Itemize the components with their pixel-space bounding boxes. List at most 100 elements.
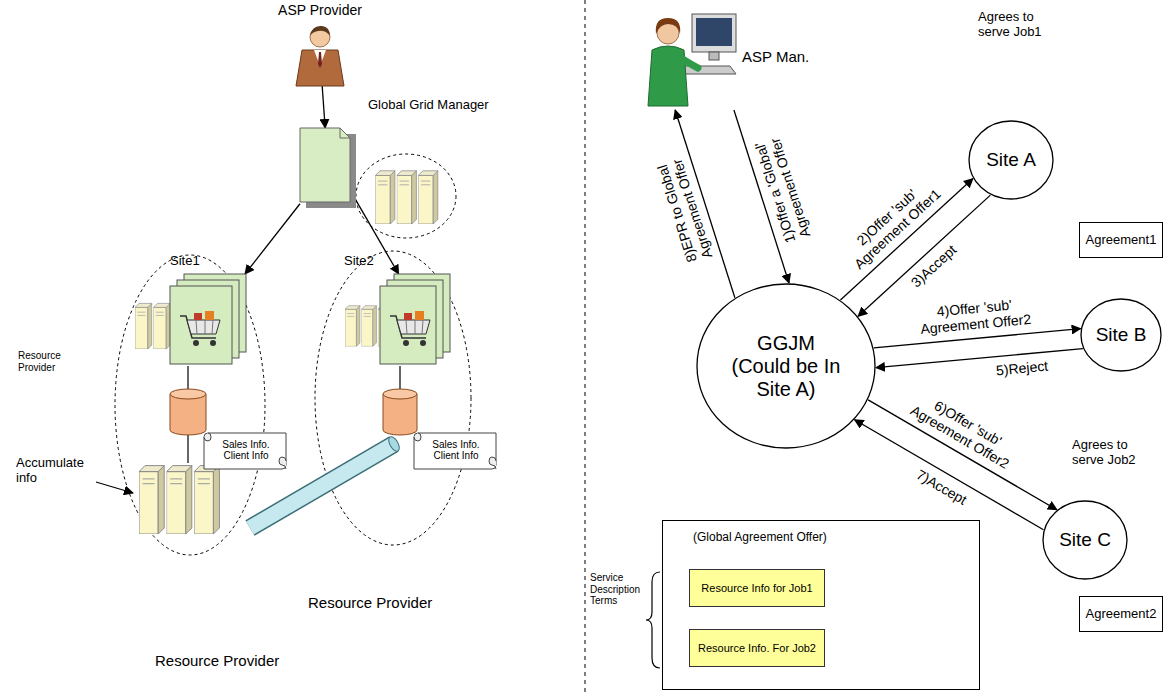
drawing-part xyxy=(709,52,719,60)
text-holder: Agreement1 xyxy=(1080,223,1163,257)
info-scroll: Sales Info. Client Info xyxy=(410,428,502,472)
agreement-box: Agreement1 xyxy=(1079,222,1164,258)
document-stack: Site2 xyxy=(380,274,452,366)
node-label: Global Grid Manager xyxy=(368,98,489,113)
drawing-part xyxy=(205,311,214,320)
text-holder xyxy=(380,274,452,366)
message-label: 7)Accept xyxy=(912,465,971,509)
message-arrow xyxy=(876,349,1083,368)
agreement-box: Agreement2 xyxy=(1079,596,1164,632)
text-holder: Sales Info. Client Info xyxy=(200,428,292,472)
drawing-part xyxy=(279,457,286,469)
document-icon: Global Grid Manager xyxy=(300,128,356,208)
text-holder: Site C xyxy=(1042,500,1128,580)
drawing-part xyxy=(383,394,417,435)
drawing-part xyxy=(204,433,211,441)
drawing-part xyxy=(170,394,206,435)
accumulate-arrow xyxy=(96,482,133,493)
site-circle: Site AAgrees to serve Job1 xyxy=(968,120,1054,200)
person-icon: ASP Provider xyxy=(292,24,348,86)
drawing-part xyxy=(414,433,496,469)
node-note: Agrees to serve Job1 xyxy=(978,10,1058,40)
text-holder: Agreement2 xyxy=(1080,597,1163,631)
annotation-label: Resource Provider xyxy=(308,594,432,611)
drawing-part xyxy=(96,482,133,493)
site-boundaries xyxy=(115,251,471,555)
document-stack: Site1 xyxy=(170,274,248,366)
drawing-part xyxy=(969,121,1053,199)
drawing-part xyxy=(375,171,438,224)
node-label: ASP Provider xyxy=(270,2,370,18)
drawing-part xyxy=(170,286,232,364)
drawing-part xyxy=(678,56,698,68)
annotation-label: Resource Provider xyxy=(155,652,279,669)
drawing-part xyxy=(115,255,265,555)
drawing-part xyxy=(1081,299,1161,371)
drawing-part xyxy=(170,389,206,399)
drawing-part xyxy=(187,434,188,463)
node-label: (Global Agreement Offer) xyxy=(693,531,827,545)
drawing-part xyxy=(489,457,496,469)
drawing-part xyxy=(193,340,199,346)
drawing-part xyxy=(310,26,330,36)
drawing-part xyxy=(404,313,412,320)
drawing-part xyxy=(340,128,350,138)
database-cylinders xyxy=(170,389,417,435)
message-label: 4)Offer 'sub' Agreement Offer2 xyxy=(902,294,1048,339)
site-circle: Site B xyxy=(1080,298,1162,372)
text-holder: Sales Info. Client Info xyxy=(410,428,502,472)
text-holder: Site A xyxy=(968,120,1054,200)
drawing-part xyxy=(139,466,219,534)
drawing-part xyxy=(380,286,436,364)
message-arrow xyxy=(322,86,325,128)
node-label: Site A xyxy=(986,149,1036,171)
node-label: Agreement1 xyxy=(1086,233,1157,248)
drawing-part xyxy=(422,320,423,334)
drawing-part xyxy=(415,320,416,334)
node-note: Agrees to serve Job2 xyxy=(1072,438,1152,468)
drawing-part xyxy=(656,18,681,34)
text-holder xyxy=(638,6,738,110)
text-holder: Resource Info. For Job2 xyxy=(690,630,824,666)
drawing-part xyxy=(196,320,197,334)
text-holder: Site B xyxy=(1080,298,1162,372)
terms-brace xyxy=(646,572,660,668)
node-label: Site C xyxy=(1059,529,1111,551)
drawing-part xyxy=(212,320,213,334)
text-holder xyxy=(170,274,248,366)
drawing-part xyxy=(296,50,344,86)
message-label: 3)Accept xyxy=(907,240,962,292)
node-label: Site1 xyxy=(170,254,200,269)
drawing-part xyxy=(420,340,426,346)
drawing-part xyxy=(205,320,206,334)
node-label: Resource Info. For Job2 xyxy=(698,642,816,655)
offer-box: (Global Agreement Offer) Resource Info fo… xyxy=(662,520,980,690)
drawing-part xyxy=(187,366,188,390)
node-label: Agreement2 xyxy=(1086,607,1157,622)
man-outline xyxy=(292,24,348,86)
resource-box: Resource Info for Job1 xyxy=(689,569,825,607)
resource-box: Resource Info. For Job2 xyxy=(689,629,825,667)
text-holder xyxy=(300,128,356,208)
drawing-part xyxy=(399,366,400,390)
section-divider xyxy=(585,0,586,695)
manager-circle: GGJM (Could be In Site A) xyxy=(696,283,876,449)
message-label: 1)Offer a 'Global' Agreement Offer xyxy=(748,124,818,257)
stack-outline xyxy=(170,274,248,366)
text-holder: GGJM (Could be In Site A) xyxy=(696,283,876,449)
node-label: Resource Info for Job1 xyxy=(701,582,812,595)
drawing-part xyxy=(187,320,220,334)
woman-outline xyxy=(638,6,738,110)
node-label: Sales Info. Client Info xyxy=(425,439,487,462)
annotation-label: Service Description Terms xyxy=(590,572,644,607)
message-label: 5)Reject xyxy=(993,358,1050,379)
drawing-part xyxy=(387,435,402,453)
drawing-part xyxy=(415,311,424,320)
drawing-part xyxy=(692,14,736,52)
drawing-part xyxy=(403,340,409,346)
node-label: GGJM (Could be In Site A) xyxy=(730,332,842,401)
message-label: 8)EPR to Global Agreement Offer xyxy=(649,144,719,277)
drawing-part xyxy=(397,320,430,334)
drawing-part xyxy=(1043,501,1127,579)
